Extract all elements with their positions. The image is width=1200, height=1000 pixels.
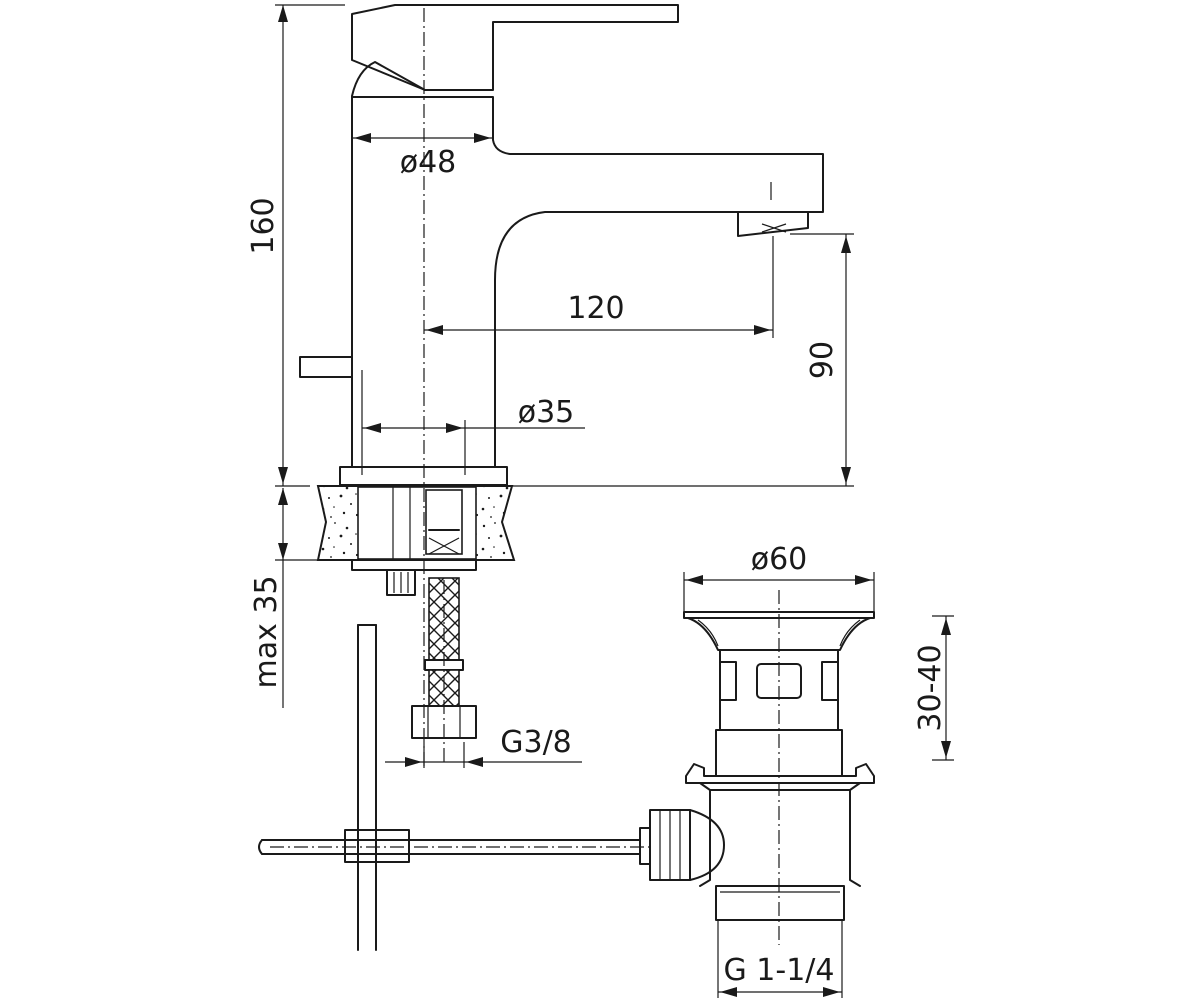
waste-drain [639,611,875,921]
fixing-nut [351,559,477,571]
dim-diameter-base: ø35 [518,395,575,430]
dim-height-total: 160 [246,197,281,254]
cartridge-dome [351,61,426,97]
aerator [737,211,809,237]
faucet-body [351,96,824,468]
hose-nut [411,705,477,739]
dim-diameter-body: ø48 [400,145,457,180]
lift-rod-knob [299,356,353,378]
center-lines [423,8,780,945]
rod-clamp [344,829,410,863]
dim-waste-diameter: ø60 [751,542,808,577]
dim-max-thickness: max 35 [249,575,284,688]
drain-tail [715,885,845,921]
lever-handle [351,4,679,91]
dim-waste-height: 30-40 [913,644,948,731]
dim-waste-thread: G 1-1/4 [724,953,835,988]
dim-hose-thread: G3/8 [500,725,572,760]
dim-spout-reach: 120 [567,291,624,326]
drain-flange [685,763,875,784]
overflow-connector [689,809,725,881]
popup-rod [258,624,650,951]
dimension-lines [275,4,954,998]
drain-cap [683,611,875,619]
dim-spout-height: 90 [805,341,840,379]
